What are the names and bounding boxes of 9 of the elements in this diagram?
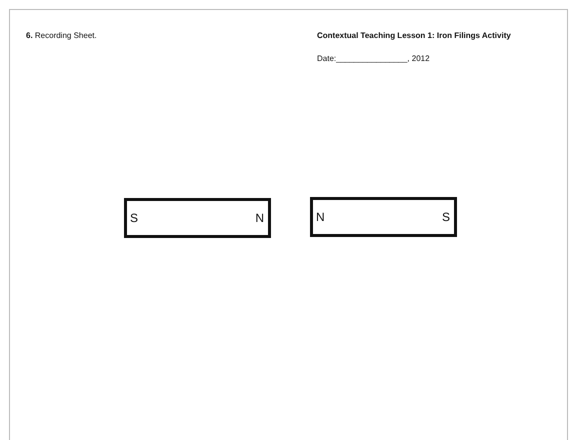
- date-line: Date:________________, 2012: [317, 54, 430, 63]
- bar-magnet: [310, 197, 457, 237]
- pole-label: N: [316, 210, 325, 224]
- title: Contextual Teaching Lesson 1: Iron Filings Activity: [317, 31, 511, 40]
- sheet-heading: 6. Recording Sheet.: [26, 31, 97, 40]
- bar-magnet: [124, 198, 271, 238]
- pole-label: N: [255, 211, 264, 225]
- pole-label: S: [130, 211, 138, 225]
- pole-label: S: [442, 210, 450, 224]
